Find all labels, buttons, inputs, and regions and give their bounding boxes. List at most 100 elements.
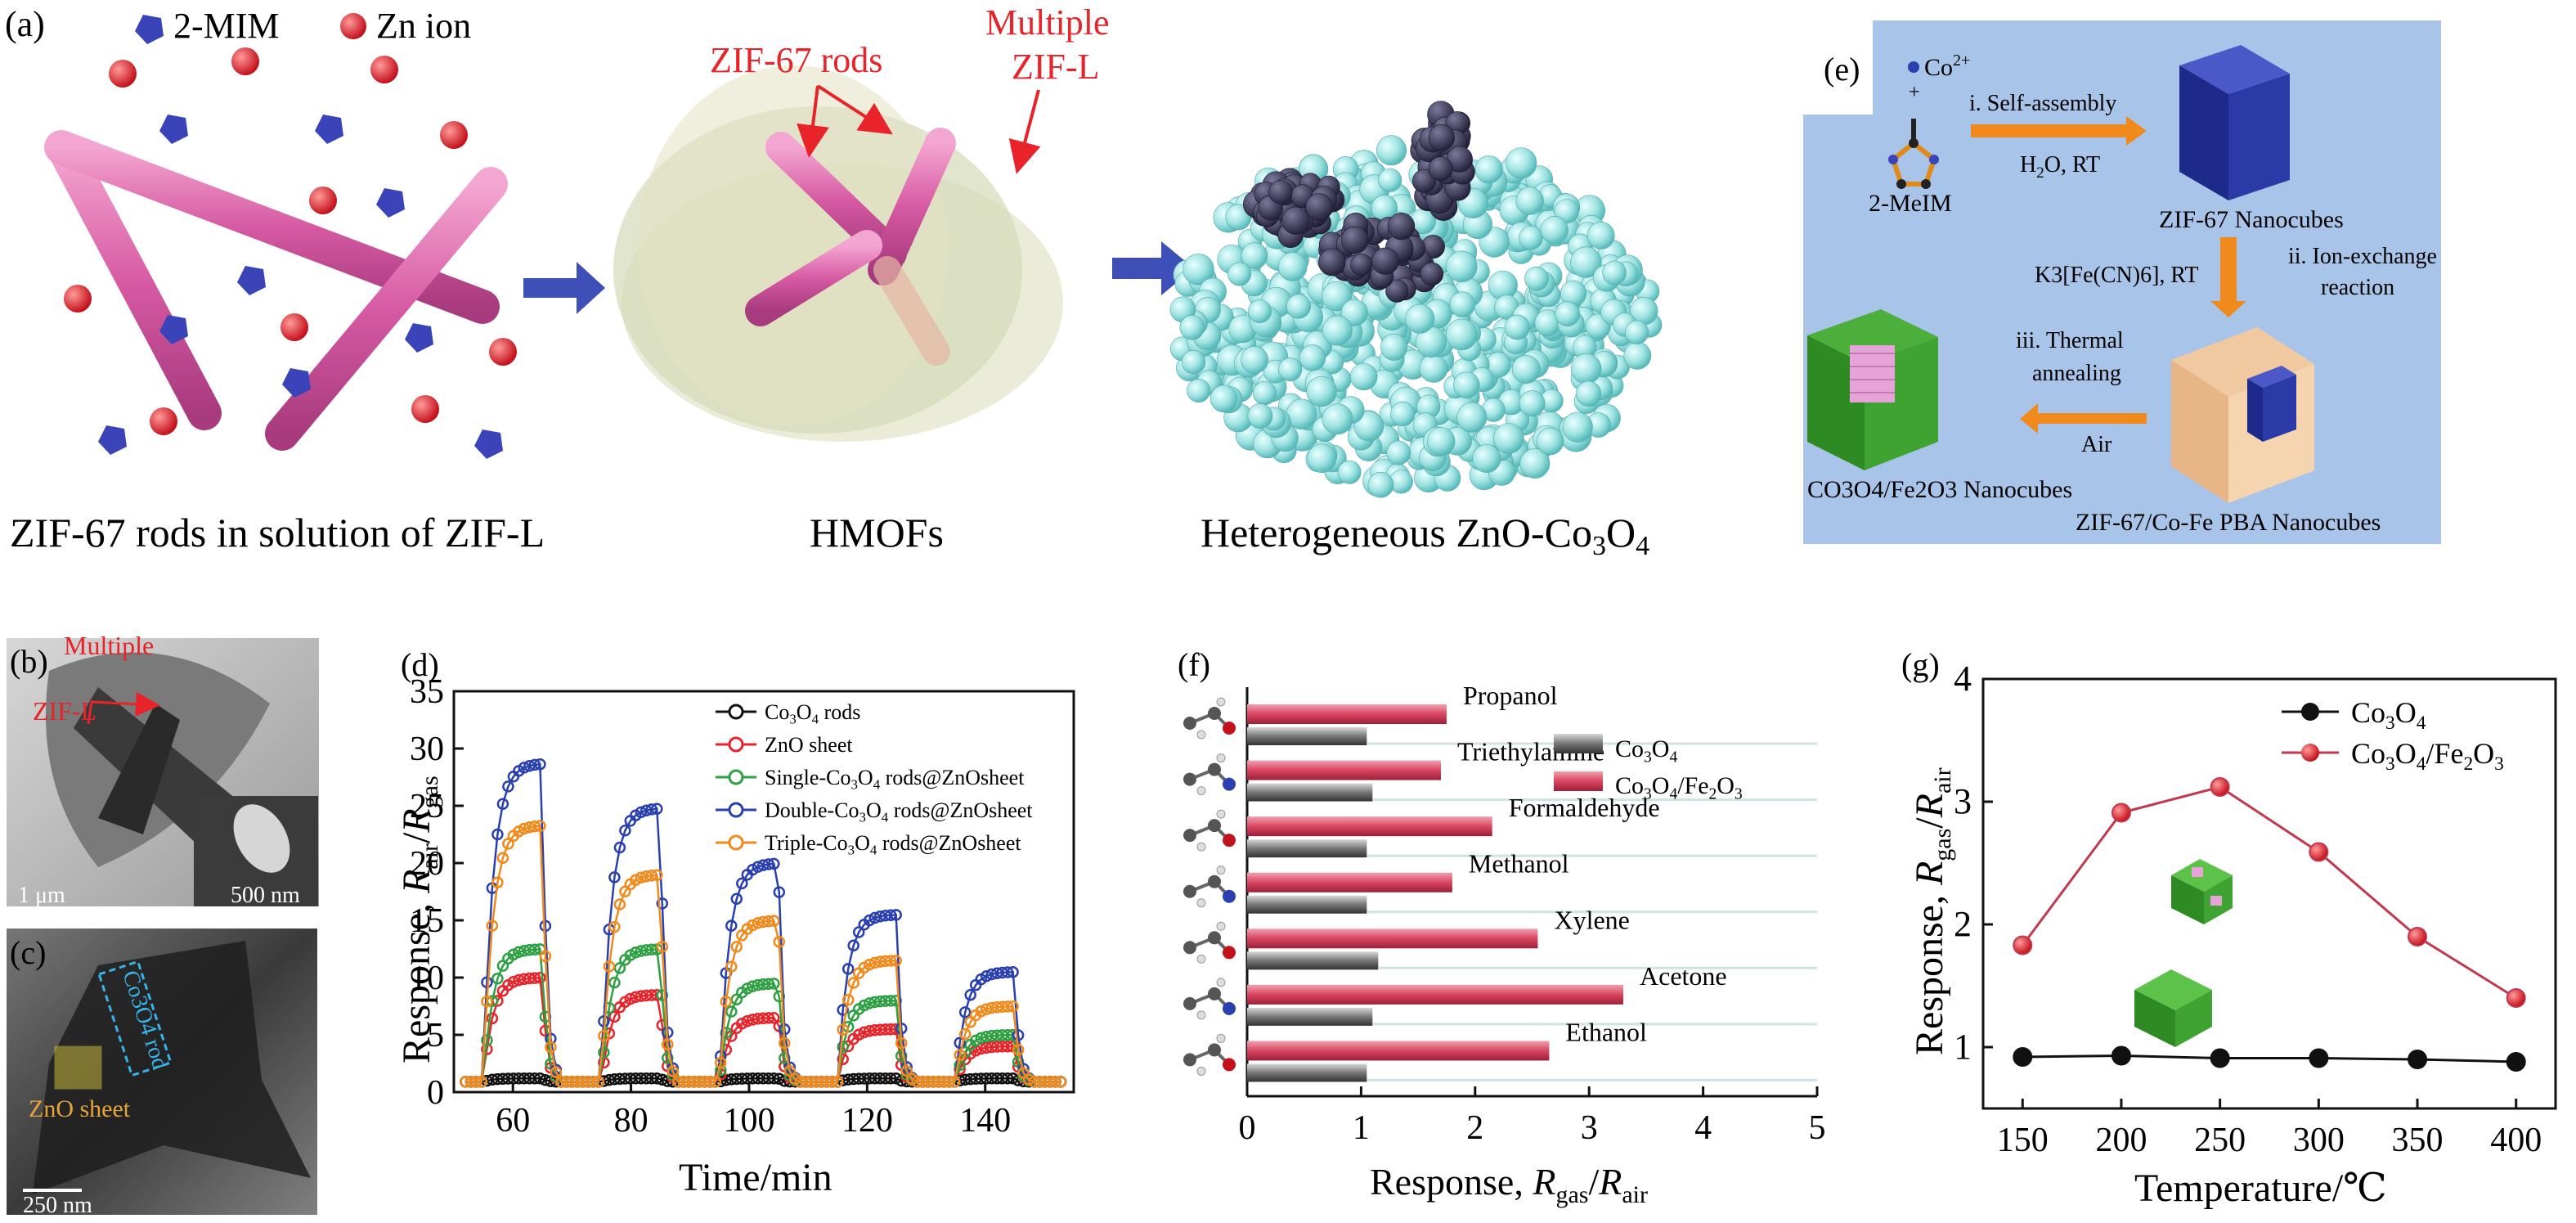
chart-d-point [841, 963, 855, 975]
step1-arrow [1971, 116, 2147, 146]
chart-d-point [507, 976, 520, 988]
chart-d-point [783, 1065, 797, 1077]
chart-d-point [975, 1005, 987, 1018]
chart-d-point [645, 803, 658, 816]
chart-d-point [518, 822, 531, 835]
chart-d-point [752, 861, 765, 873]
chart-f-bar-co3o4-fe2o3 [1247, 704, 1447, 724]
step2-label-2: reaction [2321, 275, 2394, 300]
chart-d-point [884, 1072, 897, 1085]
step2-arrow [2210, 237, 2246, 317]
chart-d-point [1049, 1076, 1061, 1088]
molecule-icons [1183, 697, 1236, 1076]
chart-f-legend-co3o4-swatch [1554, 734, 1603, 753]
step1-label: i. Self-assembly [1969, 91, 2116, 116]
chart-d-point [980, 1003, 993, 1015]
multiple-zif-l-label-1: Multiple [985, 2, 1110, 43]
chart-d-point [613, 962, 626, 974]
chart-d-point [762, 915, 775, 928]
chart-f-category-label: Propanol [1463, 681, 1558, 710]
chart-d-point [725, 919, 738, 932]
arrow-1 [523, 262, 605, 314]
chart-d-point [779, 1036, 791, 1050]
chart-d-legend-marker [728, 769, 744, 785]
chart-d-xtick-label: 80 [614, 1102, 648, 1140]
mim-legend-icon [135, 15, 164, 44]
panel-g-letter: (g) [1901, 646, 1940, 683]
chart-d-point [768, 978, 780, 990]
chart-d-point [890, 955, 902, 967]
chart-d-ytick-label: 0 [427, 1074, 444, 1112]
chart-d-point [863, 958, 876, 971]
multiple-zif-l-b-2: ZIF-L [33, 696, 96, 726]
chart-d-point [895, 1050, 908, 1062]
chart-d-ytick-label: 30 [410, 731, 444, 768]
chart-d-point [730, 940, 743, 953]
scale-bar-b: 1 μm [18, 883, 65, 908]
chart-g-legend-marker [2301, 744, 2319, 762]
chart-g-ytick-label: 1 [1954, 1027, 1972, 1067]
chart-d-point [1001, 1000, 1014, 1013]
panel-b: (b) Multiple ZIF-L 1 μm 500 nm [7, 631, 319, 908]
chart-f-xlabel: Response, Rgas/Rair [1370, 1161, 1648, 1208]
chart-d-point [587, 1076, 599, 1088]
chart-d-point [1007, 1000, 1019, 1013]
chart-d-point [720, 1027, 733, 1039]
chart-f-bar-co3o4 [1247, 783, 1373, 802]
chart-d-point [481, 996, 493, 1008]
chart-d-point [662, 1038, 674, 1051]
chart-f-xtick-label: 2 [1466, 1109, 1483, 1147]
chart-d-point [592, 1076, 605, 1088]
co-ion-label: Co2+ [1924, 52, 1970, 81]
chart-f-bar-co3o4-fe2o3 [1247, 1041, 1550, 1061]
chart-f-legend-fe2o3-label: Co3O4/Fe2O3 [1615, 772, 1743, 803]
chart-d-point [534, 1072, 546, 1085]
chart-g-xtick-label: 150 [1997, 1122, 2049, 1159]
chart-d-point [1012, 1043, 1025, 1056]
chart-d-point [630, 946, 642, 959]
zno-sheet-box [54, 1045, 102, 1090]
chart-g-point [2309, 842, 2329, 862]
chart-d-point [1012, 1029, 1025, 1041]
chart-d-point [720, 996, 733, 1008]
step3-label-1: iii. Thermal [2016, 328, 2124, 353]
panel-c-letter: (c) [10, 934, 46, 971]
chart-d-point [624, 992, 637, 1005]
chart-g-point [2210, 1048, 2230, 1068]
meim-label: 2-MeIM [1869, 190, 1952, 217]
chart-d-point [704, 1076, 716, 1088]
chart-f-bar-co3o4-fe2o3 [1247, 760, 1441, 780]
chart-d-point [762, 858, 775, 870]
chart-d-point [948, 1076, 961, 1088]
chart-d-point [730, 893, 743, 905]
chart-d-point [1001, 966, 1014, 978]
chart-d-point [491, 828, 504, 841]
chart-f-xtick-label: 5 [1809, 1109, 1826, 1147]
step1-condition: H2O, RT [2020, 152, 2100, 182]
chart-d-xlabel: Time/min [679, 1156, 832, 1199]
rods-pointer-1 [797, 85, 829, 158]
co3o4-fe2o3-nanocube [1807, 309, 1938, 470]
mim-legend-label: 2-MIM [173, 6, 280, 46]
zif67-rods-illustration [44, 130, 508, 451]
chart-d-point [513, 946, 525, 959]
chart-d-xtick-label: 120 [841, 1102, 893, 1140]
chart-f-xtick-label: 3 [1581, 1109, 1598, 1147]
nanocube-illustration-bottom [2134, 969, 2212, 1047]
chart-d-point [1001, 1072, 1014, 1085]
chart-d-point [954, 1049, 966, 1061]
chart-g: (g) Temperature/℃ Response, Rgas/Rair 15… [1901, 646, 2557, 1210]
chart-f-bar-co3o4-fe2o3 [1247, 872, 1452, 893]
chart-g-xlabel: Temperature/℃ [2134, 1167, 2387, 1210]
chart-d-point [608, 920, 621, 933]
chart-d-point [470, 1076, 482, 1088]
chart-f-category-label: Acetone [1640, 961, 1727, 991]
panel-f-letter: (f) [1178, 646, 1210, 683]
chart-d-point [528, 943, 541, 955]
chart-d-point [651, 803, 663, 815]
chart-d-point [958, 1027, 972, 1041]
chart-d-legend-label: Triple-Co3O4 rods@ZnOsheet [765, 831, 1021, 858]
chart-d-point [545, 1041, 557, 1054]
